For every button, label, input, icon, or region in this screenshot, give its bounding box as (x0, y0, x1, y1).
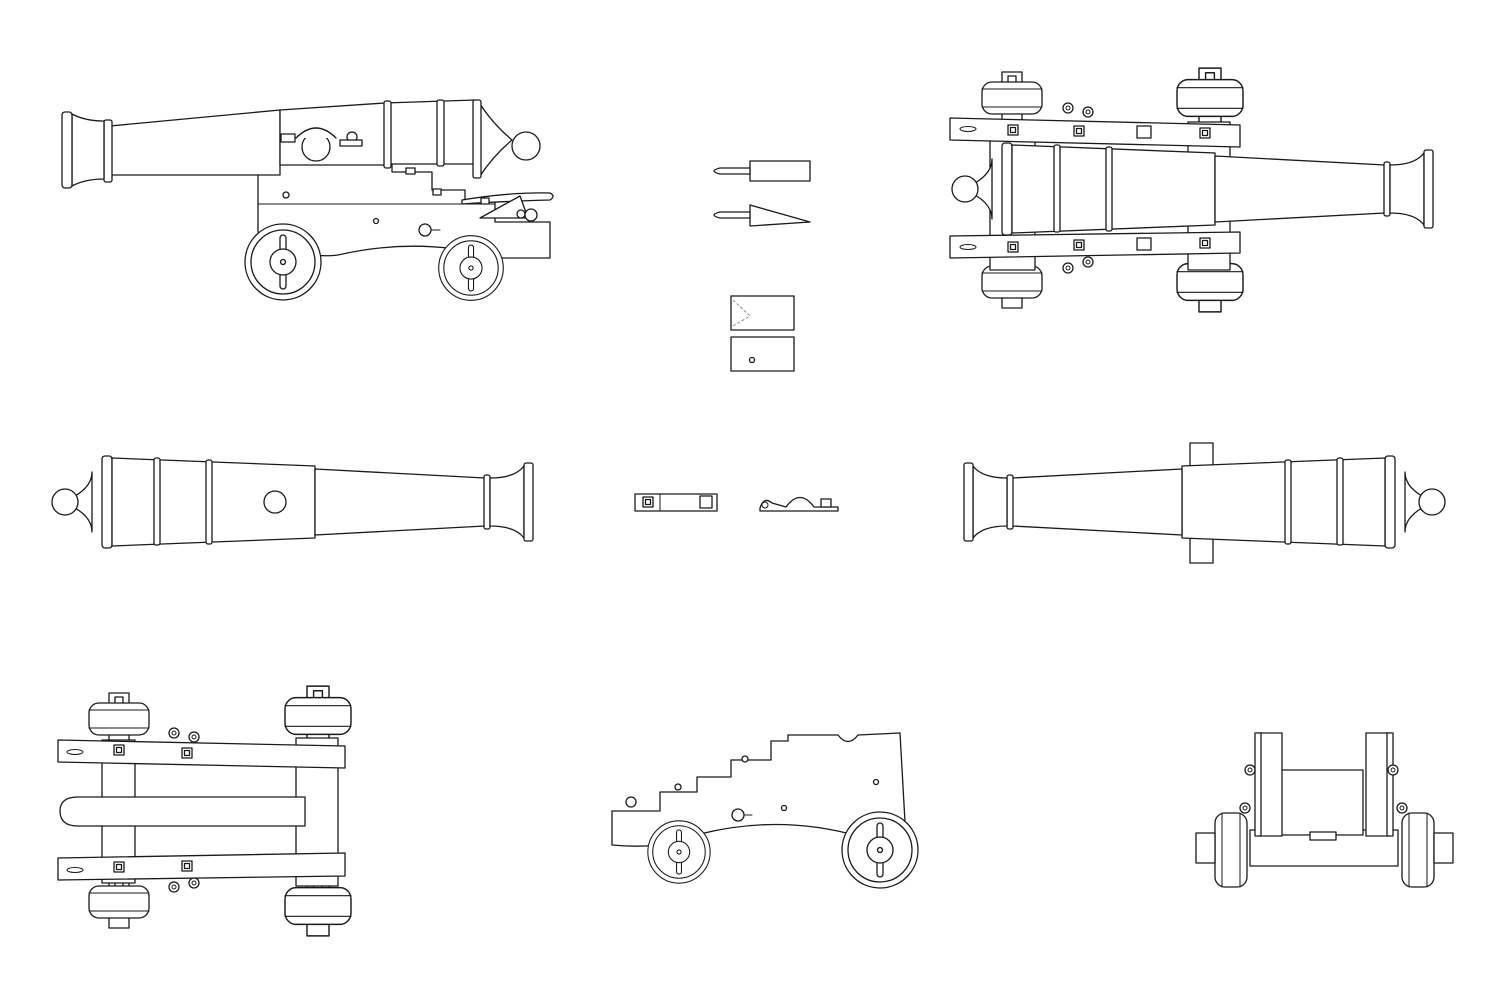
barrel-side-view-right (963, 442, 1446, 564)
carriage-side-elevation (611, 732, 919, 889)
bed-block-detail (730, 295, 795, 372)
carriage-top-plan (57, 685, 352, 937)
carriage-rear-view (1195, 732, 1454, 888)
capsquare-detail (634, 493, 839, 512)
quoin-wedge-detail (713, 160, 811, 227)
cannon-top-plan (949, 67, 1434, 313)
cannon-side-elevation (61, 99, 554, 301)
barrel-side-view-left (51, 455, 534, 549)
